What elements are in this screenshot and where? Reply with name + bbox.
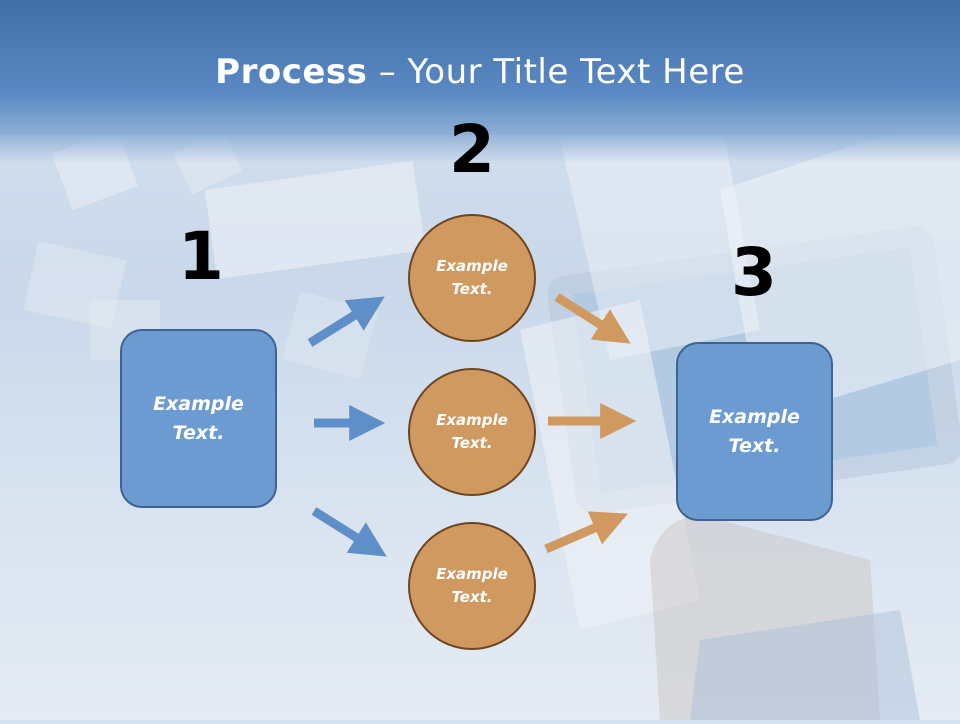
step-2-circle-top: Example Text. <box>408 214 536 342</box>
step-2-number: 2 <box>449 111 495 188</box>
step-2-circle-top-text: Example Text. <box>436 256 508 298</box>
step-1-number: 1 <box>178 218 224 295</box>
slide-title: Process – Your Title Text Here <box>0 52 960 92</box>
title-band <box>0 0 960 163</box>
step-1-text: Example Text. <box>153 393 244 444</box>
step-2-circle-middle-text: Example Text. <box>436 410 508 452</box>
step-3-text: Example Text. <box>709 406 800 457</box>
arrow-1-to-2c <box>311 507 387 557</box>
title-dash: – <box>367 52 408 92</box>
arrow-2a-to-3 <box>554 293 631 344</box>
title-bold: Process <box>215 52 368 92</box>
step-2-circle-middle: Example Text. <box>408 368 536 496</box>
step-2-circle-bottom-text: Example Text. <box>436 564 508 606</box>
step-2-circle-bottom: Example Text. <box>408 522 536 650</box>
arrow-2c-to-3 <box>544 511 628 554</box>
arrow-1-to-2a <box>307 296 385 347</box>
step-1-box: Example Text. <box>120 329 277 508</box>
step-3-box: Example Text. <box>676 342 833 521</box>
step-3-number: 3 <box>731 234 777 311</box>
title-rest: Your Title Text Here <box>407 52 745 92</box>
